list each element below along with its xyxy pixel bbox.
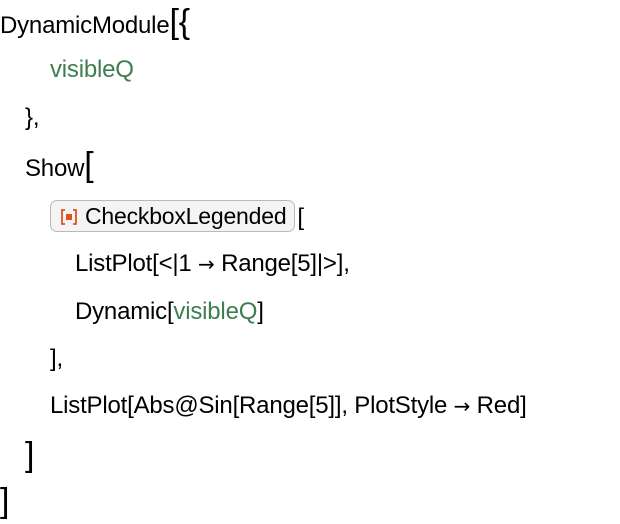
close-bracket: ] <box>257 298 264 325</box>
open-bracket: [ <box>297 204 304 231</box>
close-brace: }, <box>25 104 40 131</box>
code-line-2: visibleQ <box>50 52 134 88</box>
close-bracket: ] <box>0 482 10 520</box>
close-bracket: ] <box>25 436 35 474</box>
dynamicmodule-head: DynamicModule <box>0 12 170 39</box>
bracketed-square-icon <box>61 208 77 225</box>
code-line-5: CheckboxLegended [ <box>50 199 304 236</box>
dynamic-head: Dynamic[ <box>75 298 174 325</box>
open-bracket: [ <box>84 146 94 184</box>
code-line-6: ListPlot[<|1 → Range[5]|>], <box>75 246 350 282</box>
summary-box-label: CheckboxLegended <box>85 202 287 229</box>
code-line-1: DynamicModule[{ <box>0 4 190 40</box>
checkboxlegended-summary-box[interactable]: CheckboxLegended <box>50 199 296 232</box>
code-line-9: ListPlot[Abs@Sin[Range[5]], PlotStyle → … <box>50 388 527 424</box>
variable-visibleq: visibleQ <box>50 56 134 83</box>
listplot-association-text: ListPlot[<|1 <box>75 250 199 277</box>
close-bracket-comma: ], <box>50 345 63 372</box>
rule-arrow: → <box>198 252 215 276</box>
code-line-11: ] <box>0 483 9 519</box>
variable-visibleq: visibleQ <box>173 298 258 325</box>
code-line-8: ], <box>50 341 63 377</box>
plotstyle-red: Red] <box>470 392 527 419</box>
code-line-7: Dynamic[visibleQ] <box>75 294 264 330</box>
code-line-10: ] <box>25 437 34 473</box>
rule-arrow: → <box>453 394 471 418</box>
listplot-abs-sin-text: ListPlot[Abs@Sin[Range[5]], PlotStyle <box>50 392 454 419</box>
listplot-association-range: Range[5]|>], <box>214 250 350 277</box>
open-bracket-brace: [{ <box>169 3 190 41</box>
code-line-4: Show[ <box>25 147 94 183</box>
code-line-3: }, <box>25 100 40 136</box>
show-head: Show <box>25 155 85 182</box>
